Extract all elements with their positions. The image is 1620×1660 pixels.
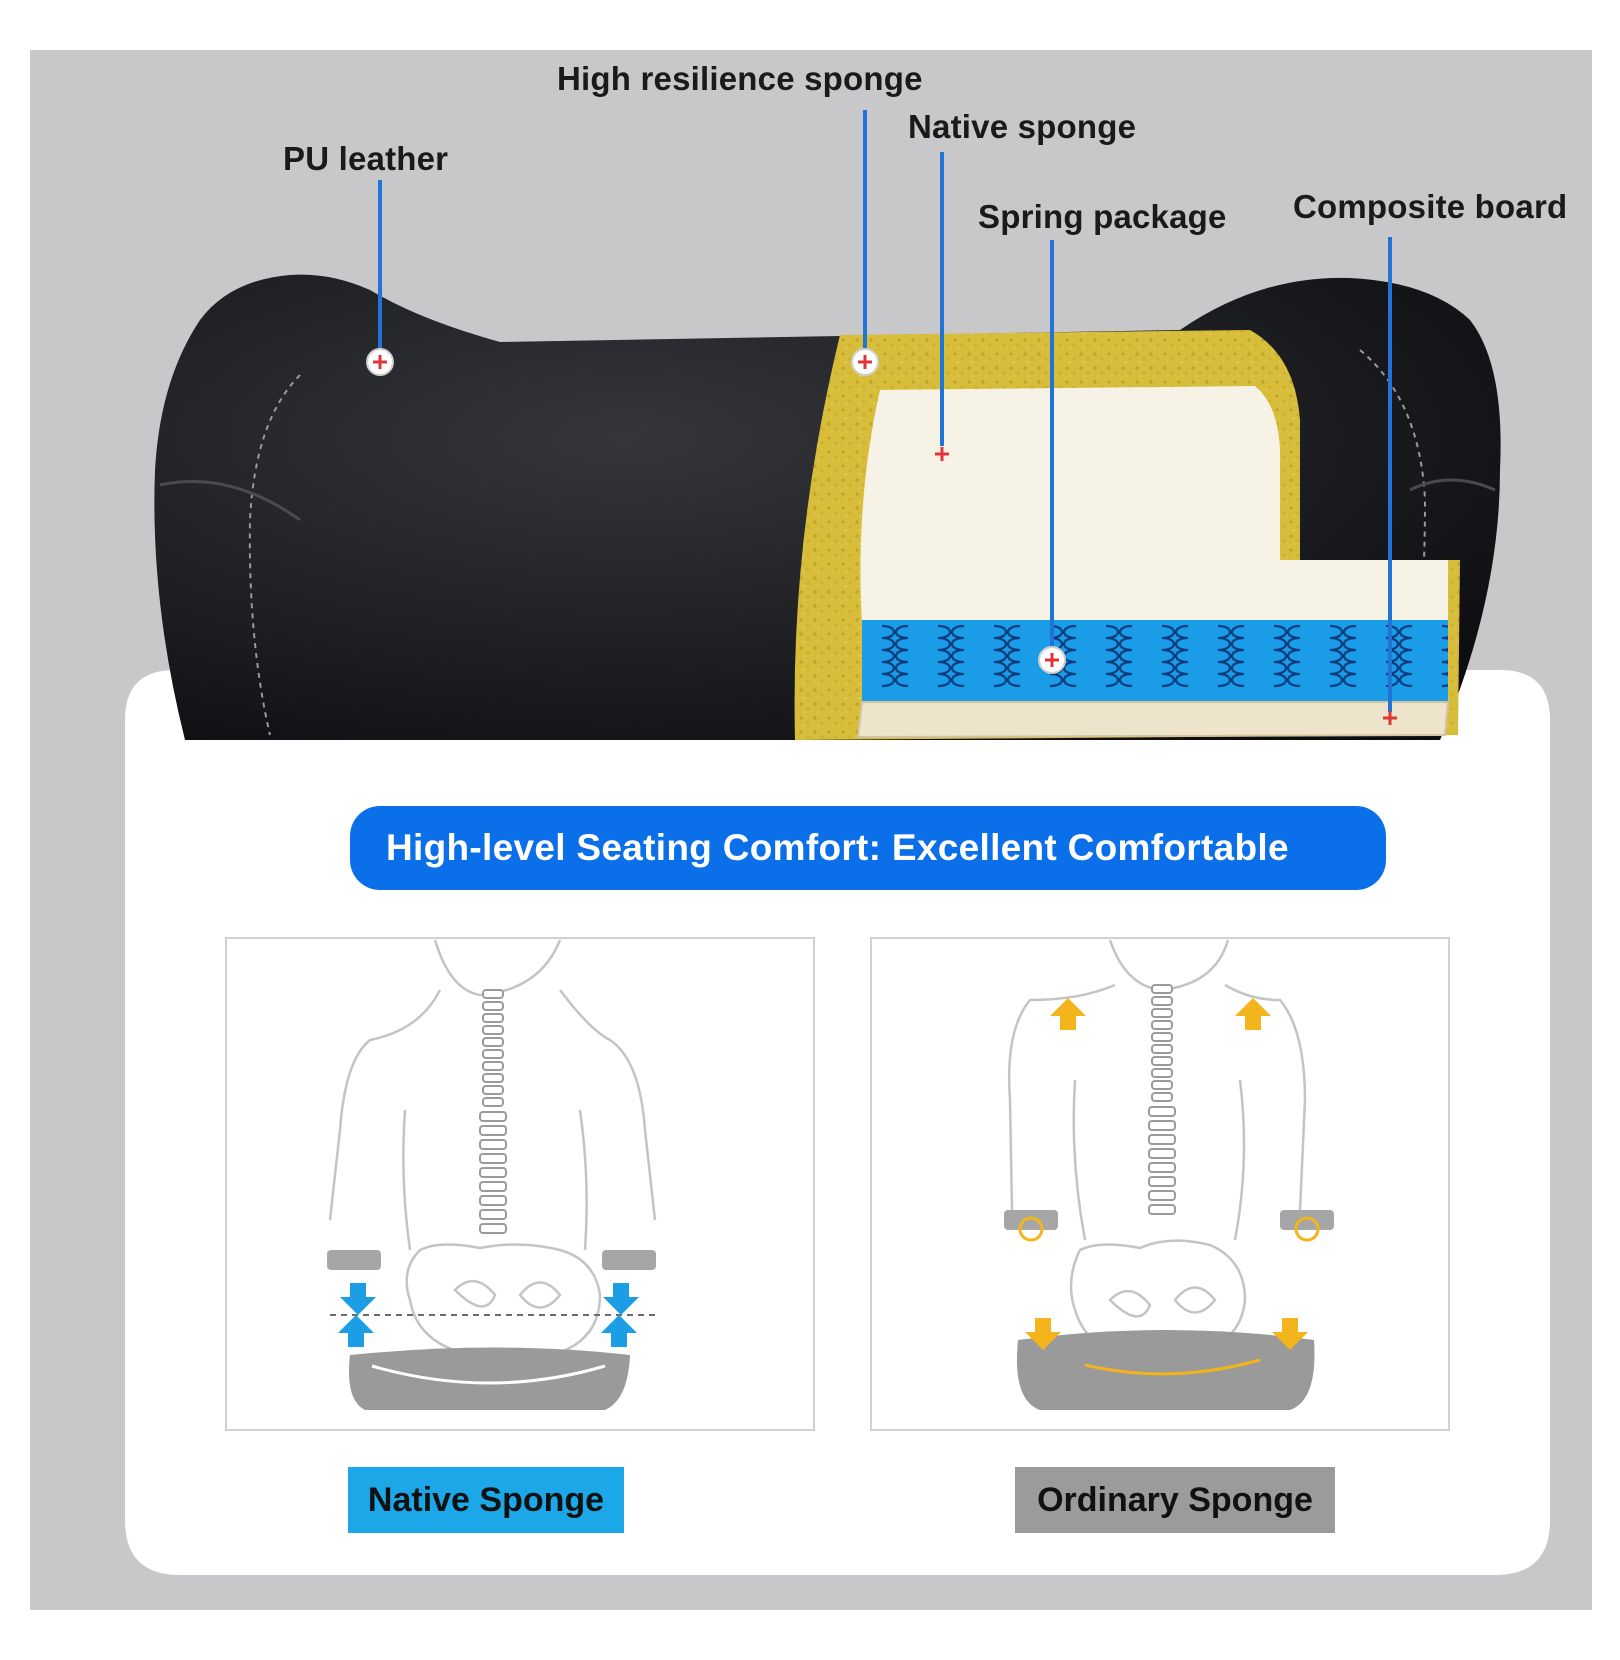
ordinary-armrest-right [1280, 1210, 1334, 1230]
cushion-seam [159, 480, 301, 522]
ordinary-sponge-illustration [870, 937, 1450, 1431]
ordinary-arrow-icon [1025, 1318, 1308, 1350]
ordinary-shoulder-arrow-icon [1050, 998, 1271, 1030]
label-spring-package: Spring package [978, 198, 1227, 235]
callout-markers [366, 348, 1397, 725]
label-native-sponge: Native sponge [908, 108, 1137, 145]
callout-lines [378, 110, 1392, 712]
label-pu-leather: PU leather [283, 140, 449, 177]
native-arrow-icon [338, 1283, 639, 1347]
native-armrest-right [602, 1250, 656, 1270]
native-sponge-marker-icon [935, 447, 949, 461]
composite-board-layer [856, 701, 1450, 739]
native-armrest-left [327, 1250, 381, 1270]
native-sponge-layer [860, 386, 1448, 625]
cushion-stitching-left [248, 374, 301, 736]
spring-package-layer [862, 620, 1448, 702]
comfort-banner: High-level Seating Comfort: Excellent Co… [350, 806, 1386, 890]
ordinary-armrest-left [1004, 1210, 1058, 1230]
caption-ordinary-sponge: Ordinary Sponge [1015, 1467, 1335, 1533]
ordinary-cushion [1016, 1330, 1315, 1410]
native-sponge-illustration [225, 937, 815, 1431]
label-high-resilience-sponge: High resilience sponge [557, 60, 923, 97]
spring-package-marker-icon [1038, 646, 1066, 674]
pu-leather-marker-icon [366, 348, 394, 376]
native-cushion [349, 1347, 630, 1410]
caption-native-sponge: Native Sponge [348, 1467, 624, 1533]
composite-board-marker-icon [1383, 711, 1397, 725]
label-composite-board: Composite board [1293, 188, 1568, 225]
high-resilience-sponge-marker-icon [851, 348, 879, 376]
cushion-seam-right [1409, 478, 1496, 492]
